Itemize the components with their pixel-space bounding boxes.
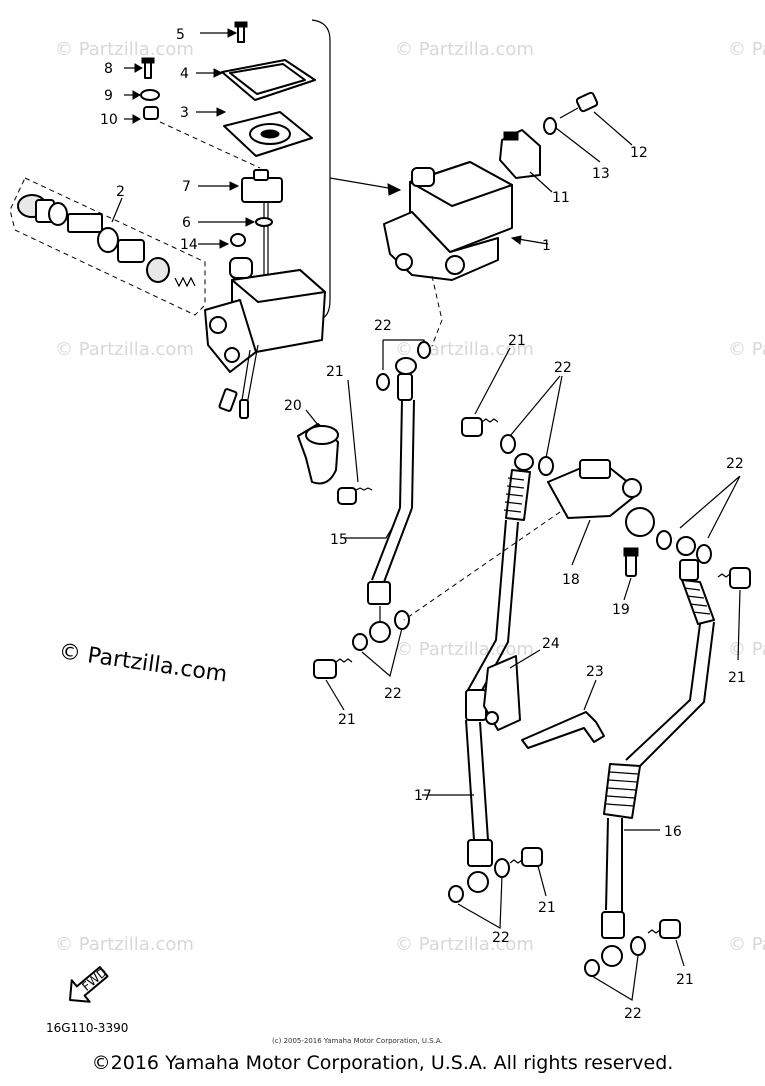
- union-bolt-21: [337, 379, 373, 505]
- callout-2: 2: [116, 184, 125, 200]
- leader-line: [591, 955, 639, 1001]
- bolt-12: [559, 91, 633, 146]
- boot-20: [297, 409, 339, 485]
- group-bracket: [311, 19, 331, 321]
- callout-16: 16: [664, 824, 682, 840]
- leader-line: [509, 375, 563, 459]
- callout-21: 21: [326, 364, 344, 380]
- master-cylinder-1: [383, 161, 549, 347]
- screw-5: [200, 21, 248, 43]
- watermark-text: © Partzilla.com: [395, 39, 534, 60]
- callout-21: 21: [538, 900, 556, 916]
- washer-22: [538, 456, 554, 476]
- callout-15: 15: [330, 532, 348, 548]
- callout-22: 22: [492, 930, 510, 946]
- assembly-dashed-line: [159, 121, 261, 169]
- callout-19: 19: [612, 602, 630, 618]
- reservoir-cap-4: [196, 59, 316, 101]
- callout-22: 22: [554, 360, 572, 376]
- callout-8: 8: [104, 61, 113, 77]
- callout-10: 10: [100, 112, 118, 128]
- nut-10: [124, 106, 159, 124]
- union-bolt-21: [647, 919, 685, 967]
- bleed-screw-19: [623, 547, 639, 601]
- watermark-text: © Partzilla.com: [55, 339, 194, 360]
- partzilla-brand: © Partzilla.com: [57, 639, 229, 687]
- callout-21: 21: [508, 333, 526, 349]
- callout-11: 11: [552, 190, 570, 206]
- bracket-11: [499, 129, 553, 193]
- callout-9: 9: [104, 88, 113, 104]
- leader-line: [679, 475, 741, 539]
- piston-kit-2: 2: [9, 177, 206, 316]
- callout-17: 17: [414, 788, 432, 804]
- washer-22: [500, 434, 516, 454]
- watermark-text: © Partzilla.com: [728, 339, 765, 360]
- leader-line: [382, 339, 425, 370]
- watermark-text: © Partzilla.com: [395, 639, 534, 660]
- bracket-24: [483, 649, 541, 731]
- screw-8: [124, 57, 155, 79]
- callout-12: 12: [630, 145, 648, 161]
- watermark-text: © Partzilla.com: [55, 934, 194, 955]
- assembly-arrowhead: [387, 183, 402, 196]
- callout-21: 21: [676, 972, 694, 988]
- union-bolt-21: [509, 847, 547, 897]
- union-bolt-21: [461, 347, 511, 437]
- leader-line: [361, 627, 403, 678]
- diaphragm-3: [196, 107, 313, 157]
- callout-21: 21: [728, 670, 746, 686]
- watermark-text: © Partzilla.com: [728, 934, 765, 955]
- brake-joint-18: [403, 459, 655, 621]
- fwd-arrow-icon: FWD: [69, 965, 110, 1003]
- washer-22: [376, 373, 390, 391]
- cap-14: [198, 233, 246, 249]
- watermark-text: © Partzilla.com: [728, 39, 765, 60]
- small-copyright: (c) 2005-2016 Yamaha Motor Corporation, …: [272, 1037, 443, 1045]
- fwd-label: FWD: [79, 965, 109, 994]
- watermark-text: © Partzilla.com: [55, 39, 194, 60]
- brand-text: © Partzilla.com: [57, 639, 229, 687]
- master-cylinder-body: [204, 257, 326, 419]
- oring-6: [198, 217, 273, 227]
- callout-22: 22: [384, 686, 402, 702]
- callout-20: 20: [284, 398, 302, 414]
- callout-6: 6: [182, 215, 191, 231]
- copyright-notice: ©2016 Yamaha Motor Corporation, U.S.A. A…: [91, 1052, 674, 1074]
- callout-22: 22: [726, 456, 744, 472]
- washer-13: [543, 117, 601, 163]
- callout-22: 22: [624, 1006, 642, 1022]
- union-bolt-21: [717, 567, 751, 661]
- washer-22: [417, 341, 431, 359]
- washer-9: [124, 89, 160, 101]
- brake-switch-7: [198, 169, 283, 290]
- callout-14: 14: [180, 237, 198, 253]
- watermark-text: © Partzilla.com: [728, 639, 765, 660]
- union-bolt-21: [313, 658, 353, 711]
- watermarks: © Partzilla.com © Partzilla.com © Partzi…: [55, 39, 765, 955]
- watermark-text: © Partzilla.com: [395, 934, 534, 955]
- callout-18: 18: [562, 572, 580, 588]
- drawing-code: 16G110-3390: [46, 1021, 128, 1035]
- callout-22: 22: [374, 318, 392, 334]
- callout-4: 4: [180, 66, 189, 82]
- callout-7: 7: [182, 179, 191, 195]
- brake-hose-16: [584, 530, 715, 977]
- callout-24: 24: [542, 636, 560, 652]
- callout-5: 5: [176, 27, 185, 43]
- callout-23: 23: [586, 664, 604, 680]
- brake-hose-17: [422, 453, 534, 903]
- callout-3: 3: [180, 105, 189, 121]
- callout-1: 1: [542, 238, 551, 254]
- bracket-23: [521, 679, 605, 749]
- callout-21: 21: [338, 712, 356, 728]
- dashed-connector: [431, 275, 443, 347]
- callout-13: 13: [592, 166, 610, 182]
- callouts: 5 8 4 9 3 10 7 6 14 12 13 11 1 22 21 20 …: [100, 27, 746, 1022]
- leader-line: [457, 875, 503, 930]
